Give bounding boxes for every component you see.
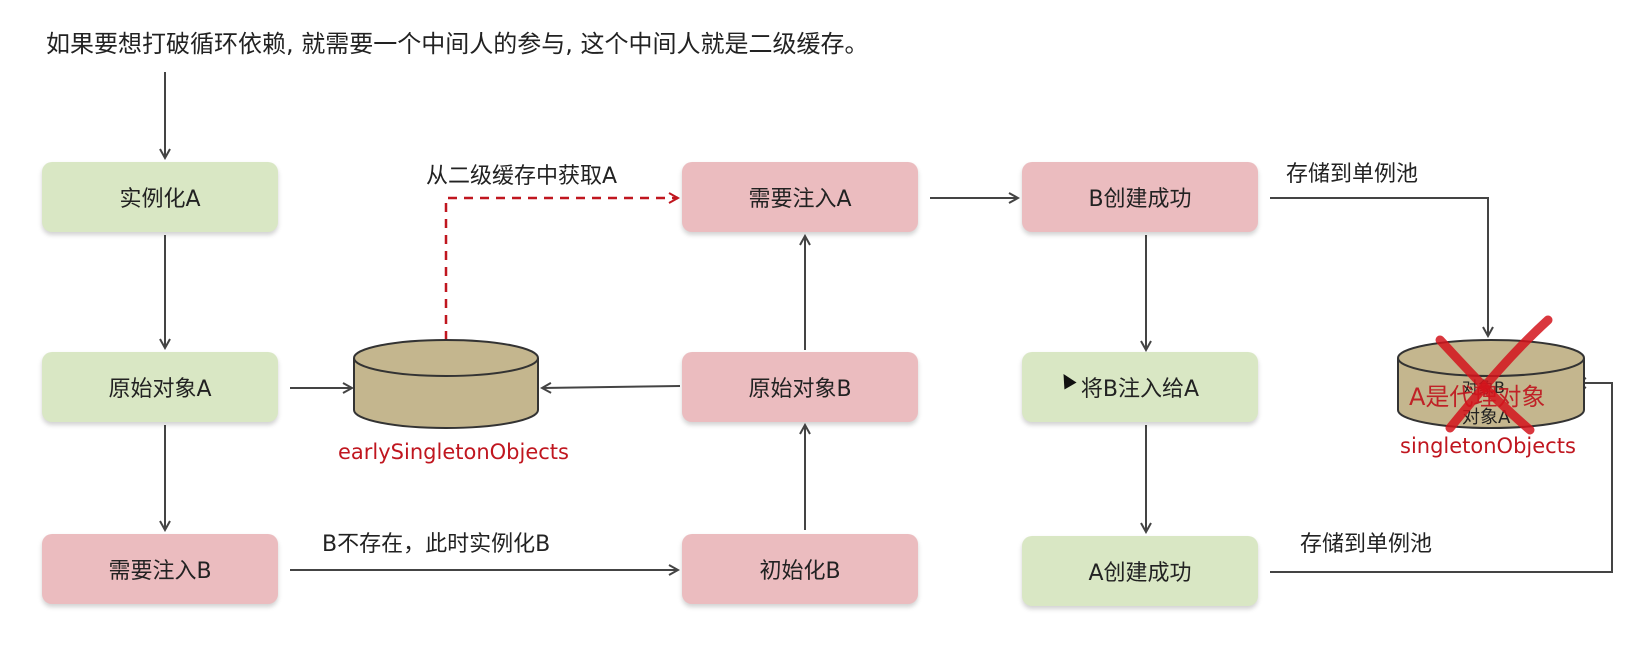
edge-a-created-to-singleton-pool <box>1270 383 1613 573</box>
label-store-pool-1: 存储到单例池 <box>1286 162 1419 187</box>
edge-b-created-to-singleton-pool <box>1270 197 1488 336</box>
node-a-created: A创建成功 <box>1022 536 1258 606</box>
early-cache-cylinder <box>353 339 539 429</box>
label-b-not-exist: B不存在，此时实例化B <box>322 532 551 557</box>
node-instantiate-a: 实例化A <box>42 162 278 232</box>
label-store-pool-2: 存储到单例池 <box>1300 532 1433 557</box>
node-raw-object-a: 原始对象A <box>42 352 278 422</box>
edge-early-cache-to-inject-a <box>444 198 678 340</box>
singleton-pool-label: singletonObjects <box>1400 434 1576 458</box>
node-inject-a: 需要注入A <box>682 162 918 232</box>
node-inject-b: 需要注入B <box>42 534 278 604</box>
node-raw-object-b: 原始对象B <box>682 352 918 422</box>
diagram-heading: 如果要想打破循环依赖, 就需要一个中间人的参与, 这个中间人就是二级缓存。 <box>46 30 869 58</box>
node-inject-b-into-a: 将B注入给A <box>1022 352 1258 422</box>
edge-raw-b-to-early-cache <box>542 386 681 388</box>
early-cache-label: earlySingletonObjects <box>338 440 569 464</box>
node-init-b: 初始化B <box>682 534 918 604</box>
label-get-from-cache: 从二级缓存中获取A <box>426 164 618 189</box>
node-b-created: B创建成功 <box>1022 162 1258 232</box>
proxy-object-overlay: A是代理对象 <box>1409 383 1546 411</box>
